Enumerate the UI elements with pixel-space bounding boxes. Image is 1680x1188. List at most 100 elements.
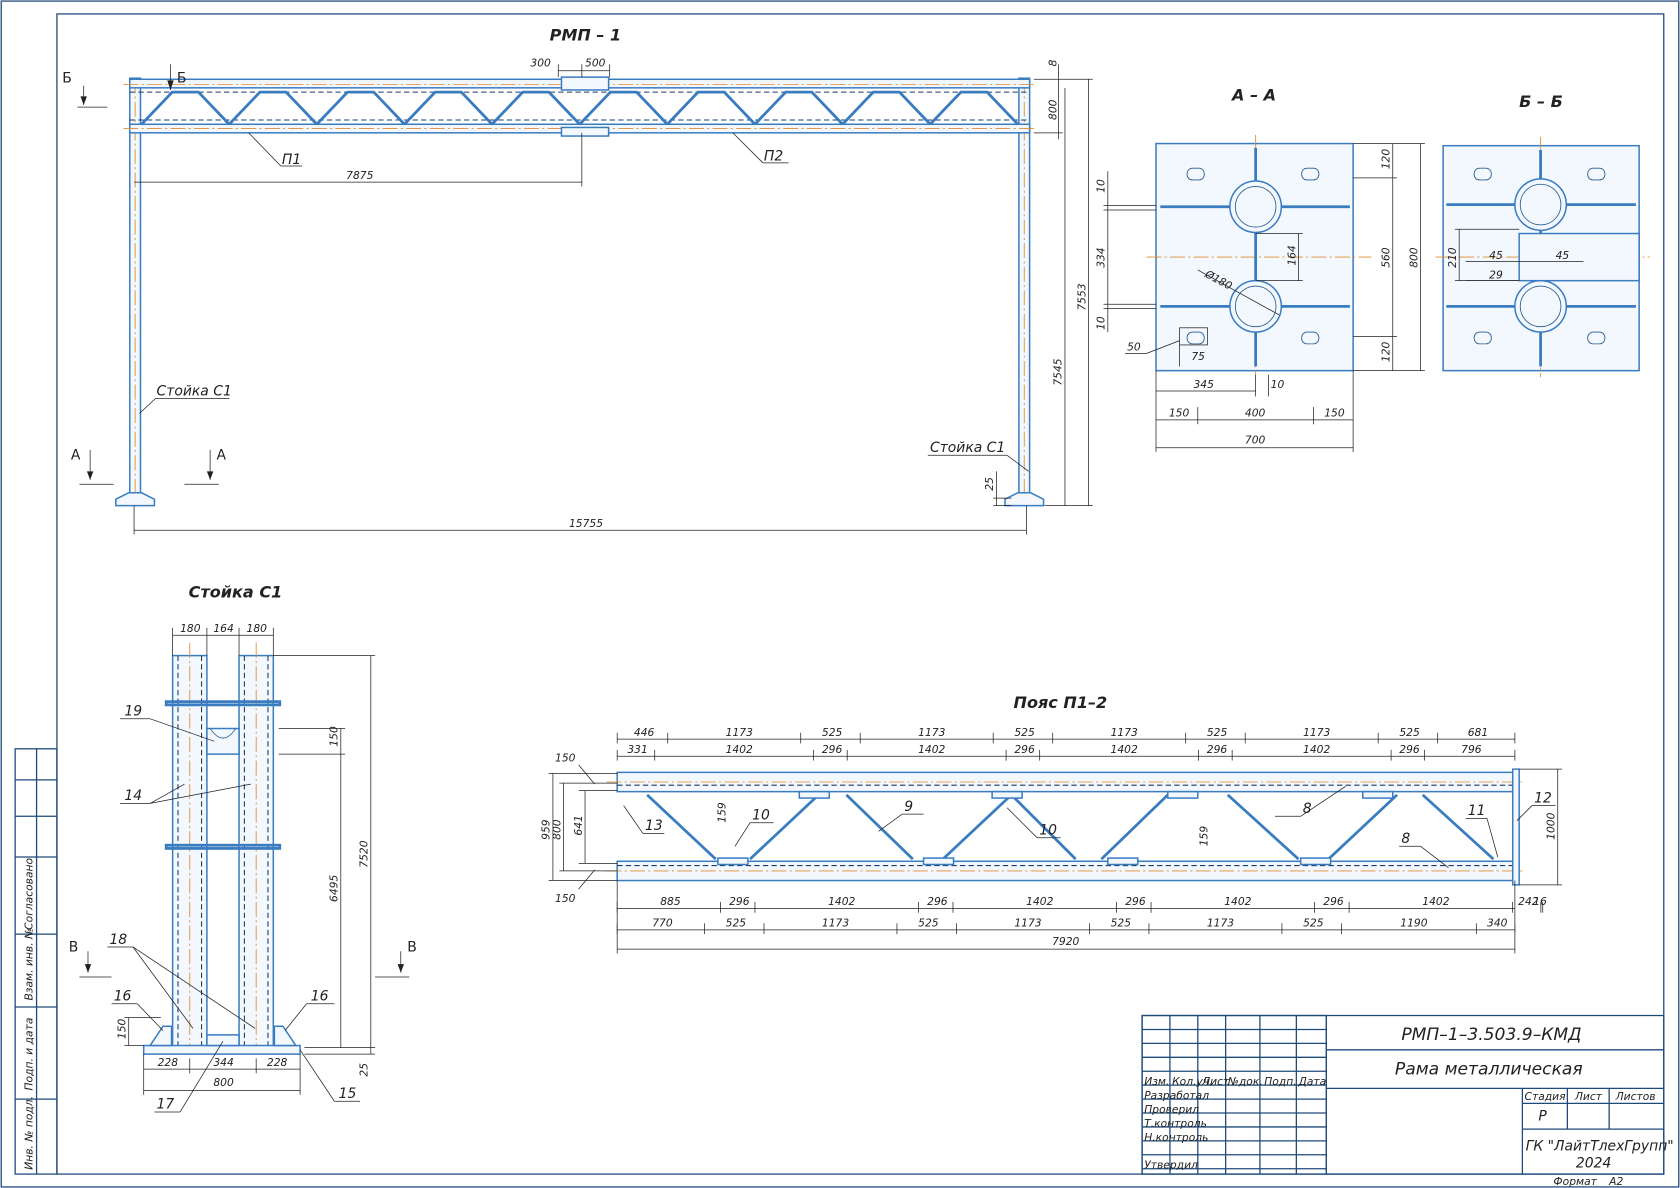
belt-bottom-dim-1: 296 (1125, 895, 1146, 908)
belt-bottom-dim-1: 1402 (1224, 895, 1251, 908)
stamp-soglasovano: Согласовано (22, 857, 35, 929)
bb-dim-45-l: 45 (1489, 249, 1503, 262)
tb-year: 2024 (1576, 1156, 1611, 1172)
tb-tkontrol: Т.контроль (1144, 1117, 1207, 1130)
belt-top-dim-2: 296 (1207, 743, 1228, 756)
tb-list: Лист (1574, 1090, 1603, 1103)
tb-stadiya: Стадия (1525, 1090, 1567, 1103)
section-a-right: А (217, 448, 227, 464)
belt-bottom-dim-1: 1402 (1026, 895, 1053, 908)
belt-diagonal (1010, 793, 1077, 861)
belt-top-dim-1: 446 (634, 726, 655, 739)
post-section-v-right: В (407, 939, 417, 955)
dim-500: 500 (585, 56, 606, 69)
belt-dim-800: 800 (550, 819, 563, 840)
bb-beam-section (1518, 232, 1640, 282)
section-a-left: А (71, 448, 81, 464)
side-stamp: Согласовано Взам. инв. № Подп. и дата Ин… (14, 748, 58, 1175)
aa-dim-120-top: 120 (1380, 149, 1393, 170)
inner-border (56, 13, 1665, 1175)
tb-format-label: Формат (1553, 1175, 1597, 1188)
post-view-title: Стойка С1 (189, 583, 283, 602)
belt-dim-total: 7920 (1052, 935, 1079, 948)
belt-bottom-dim-1: 296 (729, 895, 750, 908)
belt-top-dim-1: 525 (1399, 726, 1420, 739)
post-spacer (206, 727, 240, 755)
splice-top (560, 76, 610, 91)
aa-dim-50: 50 (1127, 340, 1141, 353)
belt-label-10-b: 10 (1039, 822, 1057, 838)
bb-dim-45-r: 45 (1556, 249, 1570, 262)
tb-col-data: Дата (1297, 1075, 1326, 1088)
belt-top-dim-1: 1173 (1111, 726, 1138, 739)
post-dim-6495: 6495 (328, 875, 341, 902)
truss-diagonal (929, 90, 1019, 126)
belt-label-9: 9 (904, 799, 913, 815)
belt-dim-159-b: 159 (1197, 826, 1210, 847)
splice-bottom (560, 126, 610, 137)
title-block: РМП–1–3.503.9–КМД Рама металлическая Изм… (1141, 1014, 1674, 1188)
belt-top-dim-1: 681 (1468, 726, 1488, 739)
belt-label-8-a: 8 (1303, 801, 1312, 817)
stamp-vzam: Взам. инв. № (22, 928, 35, 1001)
label-post-left: Стойка С1 (157, 383, 232, 399)
dim-7545: 7545 (1052, 358, 1065, 385)
belt-label-11: 11 (1468, 803, 1486, 819)
aa-dim-334: 334 (1095, 247, 1108, 268)
belt-bottom-dim-1: 296 (1323, 895, 1344, 908)
belt-bottom-dim-2: 525 (1303, 917, 1324, 930)
belt-dim-1000: 1000 (1545, 812, 1558, 839)
belt-dim-150-bot: 150 (555, 892, 576, 905)
section-b-right: Б (177, 70, 187, 86)
belt-top-dim-1: 525 (1207, 726, 1228, 739)
aa-dim-120-bot: 120 (1380, 341, 1393, 362)
belt-bottom-dim-2: 525 (1111, 917, 1132, 930)
belt-gusset (1299, 857, 1332, 866)
belt-bottom-dim-2: 525 (918, 917, 939, 930)
aa-pipe-top (1229, 180, 1283, 234)
main-view: РМП – 1 300 500 7875 15755 (62, 26, 1093, 535)
tb-utverdil: Утвердил (1144, 1159, 1198, 1172)
belt-top-dim-2: 296 (1399, 743, 1420, 756)
belt-gusset (1107, 857, 1139, 866)
post-label-17: 17 (157, 1097, 175, 1113)
belt-top-dim-1: 1173 (726, 726, 753, 739)
tb-format-value: А2 (1608, 1175, 1623, 1188)
belt-dim-959: 959 (540, 819, 553, 840)
post-dim-228-r: 228 (267, 1056, 288, 1069)
belt-bottom-dim-1: 296 (927, 895, 948, 908)
aa-pipe-bottom (1229, 279, 1283, 333)
tb-stage-value: Р (1538, 1109, 1547, 1125)
tb-razrabotal: Разработал (1144, 1089, 1209, 1102)
truss-diagonal (578, 90, 669, 126)
belt-bottom-dim-1: 242 (1518, 895, 1539, 908)
belt-diagonal (749, 793, 820, 861)
truss-diagonal (140, 90, 231, 126)
post-base-plate (142, 1044, 301, 1055)
tb-name: Рама металлическая (1395, 1059, 1583, 1079)
truss-diagonal (315, 90, 406, 126)
section-bb: Б – Б 210 45 45 29 (1435, 92, 1650, 378)
tb-proveril: Проверил (1144, 1103, 1199, 1116)
dim-7553: 7553 (1075, 283, 1088, 310)
title-block-grid (1141, 1014, 1327, 1175)
belt-top-dim-2: 331 (627, 743, 647, 756)
post-dim-800: 800 (213, 1076, 234, 1089)
aa-dim-150-r: 150 (1324, 407, 1345, 420)
aa-dim-560: 560 (1380, 247, 1393, 268)
belt-diagonals (646, 790, 1495, 866)
belt-top-dim-1: 1173 (1303, 726, 1330, 739)
belt-view-title: Пояс П1–2 (1014, 693, 1108, 712)
aa-dim-345: 345 (1194, 378, 1215, 391)
stamp-inv: Инв. № подл. (22, 1096, 35, 1170)
belt-gusset (1167, 790, 1199, 799)
right-base-plate (1004, 492, 1045, 507)
belt-top-dim-2: 1402 (1111, 743, 1138, 756)
bb-pipe-bottom (1514, 279, 1568, 333)
dim-800: 800 (1046, 99, 1059, 120)
belt-top-dim-2: 296 (1014, 743, 1035, 756)
aa-dim-164: 164 (1285, 245, 1298, 266)
